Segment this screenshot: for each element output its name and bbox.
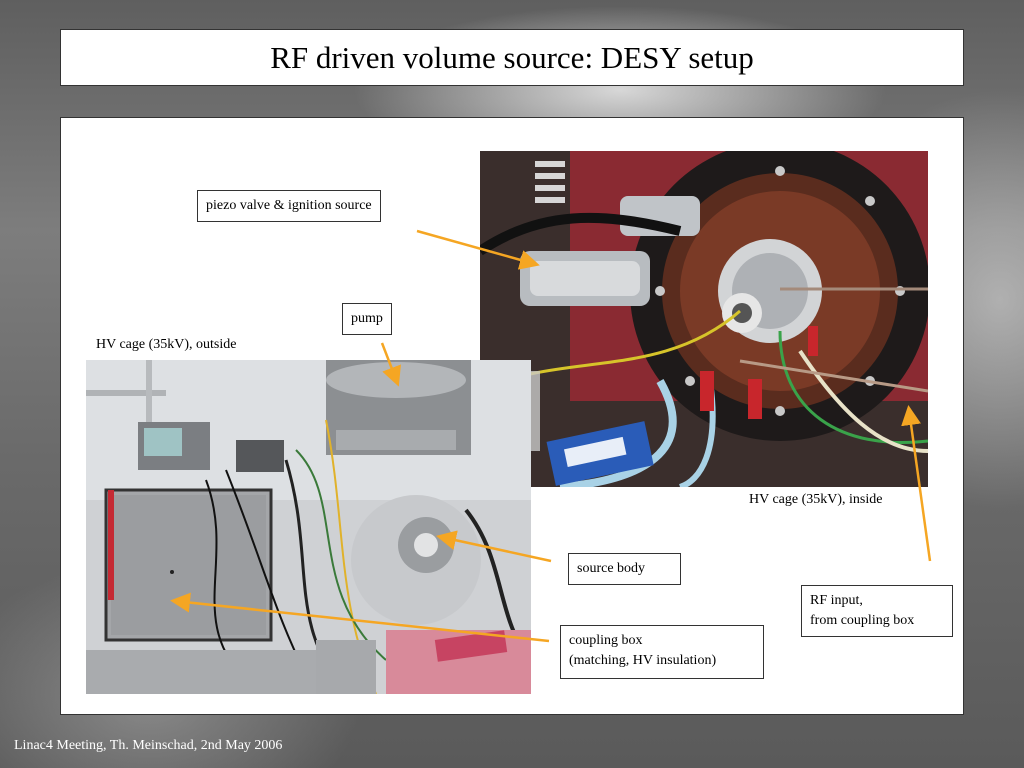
label-piezo-valve: piezo valve & ignition source (197, 190, 381, 222)
annotation-arrows (170, 229, 932, 643)
arrow-coupling-box (170, 592, 550, 643)
label-coupling-line2: (matching, HV insulation) (569, 653, 717, 668)
label-hv-cage-inside: HV cage (35kV), inside (749, 492, 883, 507)
label-coupling-line1: coupling box (569, 633, 643, 648)
label-pump: pump (342, 303, 392, 335)
label-rf-input-line2: from coupling box (810, 613, 915, 628)
label-piezo-text: piezo valve & ignition source (206, 198, 372, 213)
label-coupling-box: coupling box (matching, HV insulation) (560, 625, 764, 679)
label-rf-input: RF input, from coupling box (801, 585, 953, 637)
photo-hv-cage-inside (480, 151, 928, 487)
label-rf-input-line1: RF input, (810, 593, 863, 608)
label-hv-cage-outside: HV cage (35kV), outside (96, 337, 237, 352)
slide-title: RF driven volume source: DESY setup (270, 39, 754, 75)
arrow-rf-input (901, 405, 932, 562)
photo-hv-cage-outside (86, 360, 531, 694)
arrow-source-body (436, 530, 552, 563)
title-box: RF driven volume source: DESY setup (60, 29, 964, 86)
label-source-body: source body (568, 553, 681, 585)
content-panel: piezo valve & ignition source pump HV ca… (60, 117, 964, 715)
arrow-piezo (416, 229, 540, 270)
slide-footer: Linac4 Meeting, Th. Meinschad, 2nd May 2… (14, 738, 283, 753)
label-pump-text: pump (351, 311, 383, 326)
label-source-body-text: source body (577, 561, 646, 576)
arrow-pump (380, 342, 401, 387)
